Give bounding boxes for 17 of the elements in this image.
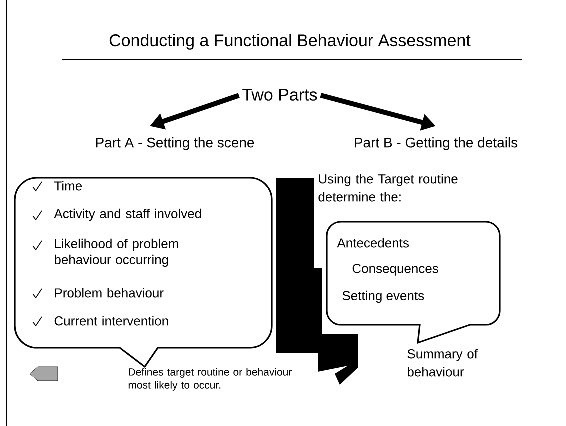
list-item: Time [54, 181, 82, 191]
item-text: Consequences [352, 264, 438, 276]
heading-text: Part A - Setting the scene [96, 137, 254, 151]
caption-text: Defines target routine or behaviour most likely to occur. [128, 368, 292, 391]
list-item: Likelihood of problem behaviour occurring [55, 238, 178, 268]
item-text: Antecedents [337, 238, 409, 248]
heading-text: Part B - Getting the details [355, 137, 518, 151]
list-item: Problem behaviour [55, 288, 164, 298]
title: Conducting a Functional Behaviour Assessment [110, 34, 471, 50]
speech-bubble [14, 177, 273, 368]
heading-text: Two Parts [242, 89, 318, 101]
speech-bubble [326, 221, 501, 344]
note-text: Using the Target routine determine the: [318, 174, 458, 202]
item-text: Setting events [342, 290, 424, 304]
list-item: Activity and staff involved [54, 208, 202, 222]
caption-text: Summary of behaviour [408, 349, 478, 377]
list-item: Current intervention [54, 316, 168, 326]
